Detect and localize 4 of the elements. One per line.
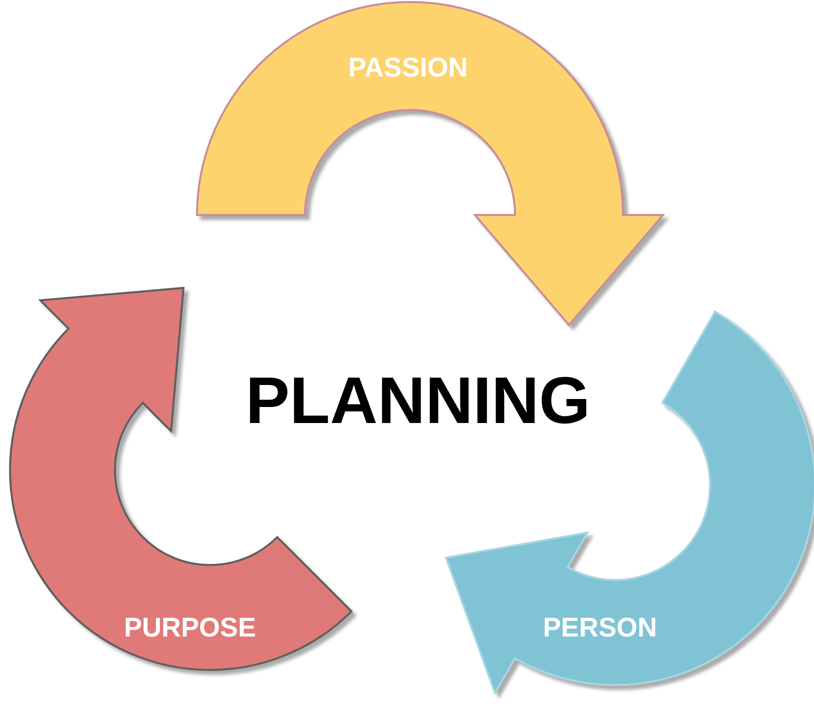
arrow-label: PURPOSE <box>124 612 256 644</box>
arrow-label: PASSION <box>348 52 468 84</box>
center-title: PLANNING <box>246 362 590 438</box>
arrow-label: PERSON <box>542 612 658 644</box>
